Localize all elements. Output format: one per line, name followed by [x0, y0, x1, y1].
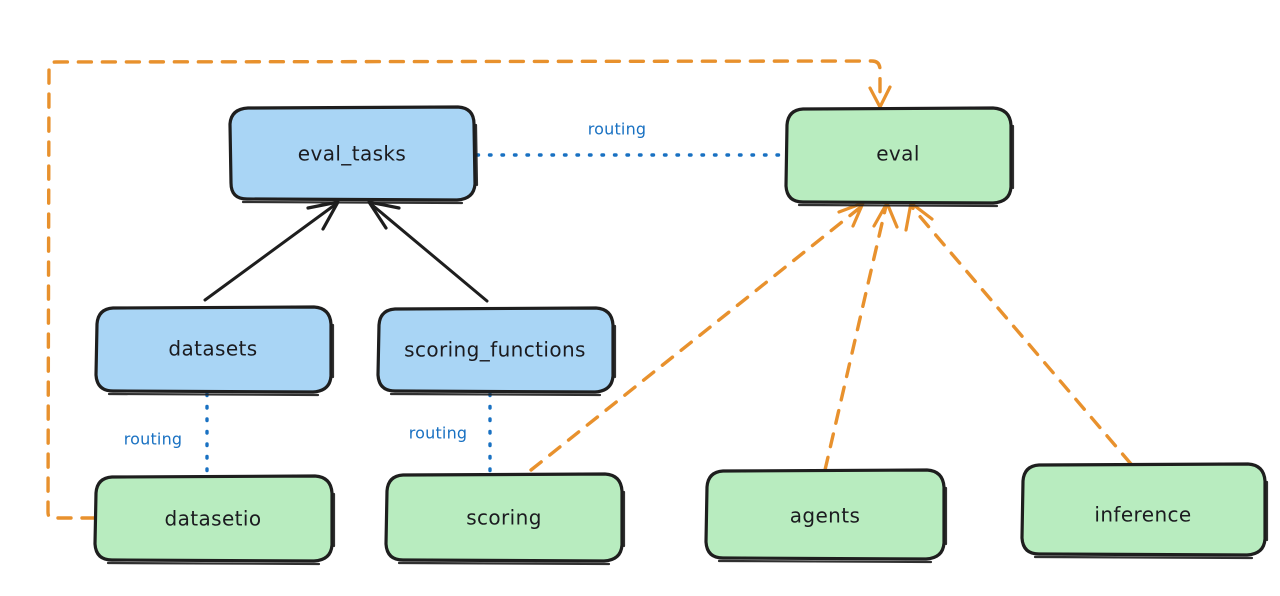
- edge-label-routing-datasets-datasetio: routing: [124, 430, 183, 449]
- node-eval-tasks[interactable]: eval_tasks: [228, 105, 479, 205]
- node-datasetio[interactable]: datasetio: [93, 474, 336, 566]
- node-label-inference: inference: [1094, 503, 1191, 527]
- edge-inference-to-eval: [904, 201, 1133, 466]
- node-label-datasetio: datasetio: [164, 507, 261, 531]
- node-scoring-functions[interactable]: scoring_functions: [376, 306, 617, 397]
- edge-label-routing-scoring-functions-scoring: routing: [409, 424, 468, 443]
- node-label-scoring: scoring: [466, 506, 542, 530]
- edge-datasets-to-eval_tasks: [203, 200, 340, 302]
- node-label-scoring-functions: scoring_functions: [404, 338, 586, 362]
- node-agents[interactable]: agents: [704, 468, 948, 564]
- node-label-datasets: datasets: [168, 337, 257, 361]
- edge-label-routing-eval-tasks-eval: routing: [588, 120, 647, 139]
- node-label-eval: eval: [876, 142, 920, 166]
- edge-scoring_functions-to-eval_tasks: [367, 200, 489, 303]
- node-label-eval-tasks: eval_tasks: [298, 142, 406, 166]
- node-datasets[interactable]: datasets: [94, 305, 335, 397]
- node-eval[interactable]: eval: [784, 106, 1015, 208]
- node-scoring[interactable]: scoring: [384, 472, 626, 566]
- node-label-agents: agents: [790, 504, 861, 528]
- node-inference[interactable]: inference: [1020, 462, 1269, 560]
- edge-agents-to-eval: [823, 201, 899, 472]
